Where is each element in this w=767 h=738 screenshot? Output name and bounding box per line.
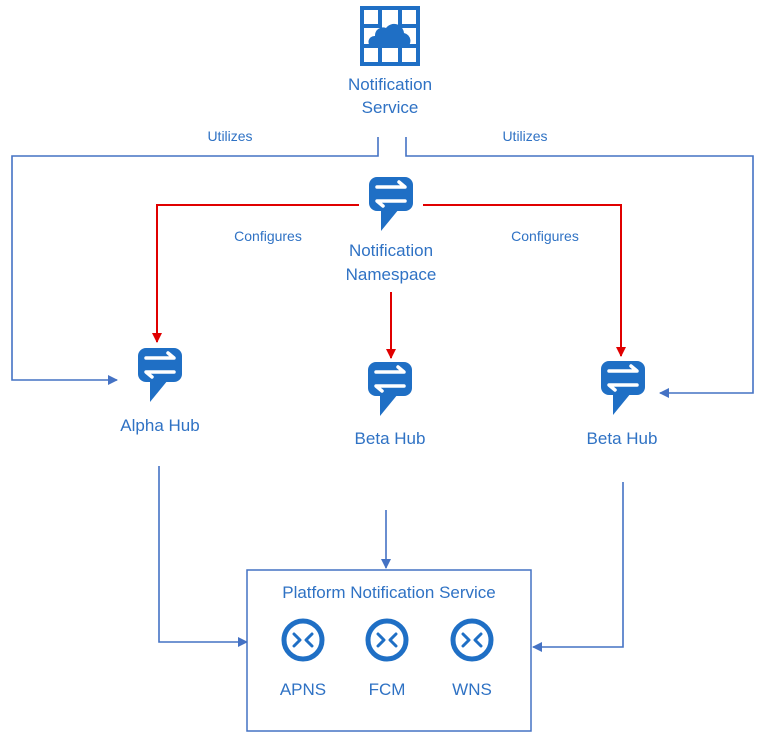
hub-right-icon <box>599 359 647 417</box>
apns-label: APNS <box>280 680 326 699</box>
configures-right-connector <box>423 204 626 357</box>
hub-center-icon <box>366 360 414 418</box>
utilizes-right-label: Utilizes <box>502 128 547 144</box>
platform-title: Platform Notification Service <box>282 583 496 602</box>
hub-center-label: Beta Hub <box>355 429 426 448</box>
notification-namespace-icon <box>367 175 415 233</box>
hub-left-icon <box>136 346 184 404</box>
utilizes-left-connector <box>11 137 379 385</box>
notification-namespace-label-line1: Notification <box>349 241 433 260</box>
hub-right-to-platform-connector <box>532 482 624 652</box>
wns-label: WNS <box>452 680 492 699</box>
utilizes-right-connector <box>405 137 754 398</box>
notification-service-icon <box>360 6 420 66</box>
configures-left-connector <box>152 204 359 343</box>
hub-left-to-platform-connector <box>158 466 248 647</box>
wns-icon <box>453 621 491 659</box>
notification-service-label-line1: Notification <box>348 75 432 94</box>
apns-icon <box>284 621 322 659</box>
fcm-label: FCM <box>369 680 406 699</box>
utilizes-left-label: Utilizes <box>207 128 252 144</box>
configures-right-label: Configures <box>511 228 579 244</box>
hub-right-label: Beta Hub <box>587 429 658 448</box>
notification-service-label-line2: Service <box>362 98 419 117</box>
hub-left-label: Alpha Hub <box>120 416 199 435</box>
fcm-icon <box>368 621 406 659</box>
configures-left-label: Configures <box>234 228 302 244</box>
notification-namespace-label-line2: Namespace <box>346 265 437 284</box>
